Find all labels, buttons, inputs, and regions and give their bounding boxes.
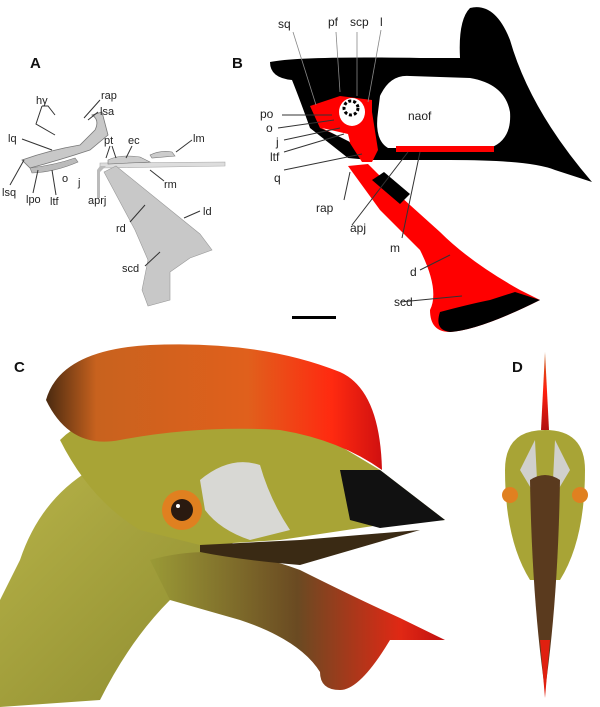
fossil-aprj — [97, 166, 106, 198]
fossil-lm — [149, 151, 176, 159]
label-scp: scp — [350, 15, 369, 29]
frontal-eye-left — [502, 487, 518, 503]
scale-bar — [292, 316, 336, 319]
label-apj: apj — [350, 221, 366, 235]
label-d: d — [410, 265, 417, 279]
lower-jaw — [150, 552, 445, 690]
label-lsq: lsq — [2, 187, 16, 199]
label-sq: sq — [278, 17, 291, 31]
sclerotic-ring — [342, 99, 360, 117]
panel-a-labels: hy rap lsa lq pt ec lm lsq lpo ltf o j a… — [2, 90, 212, 275]
label-po: po — [260, 107, 274, 121]
label-hy: hy — [36, 95, 48, 107]
frontal-beak — [530, 475, 560, 690]
mandible-black-band — [372, 172, 410, 204]
label-scd: scd — [122, 263, 139, 275]
label-l: l — [380, 15, 383, 29]
label-ld: ld — [203, 206, 212, 218]
panel-c-label: C — [14, 359, 25, 376]
label-lpo: lpo — [26, 194, 41, 206]
crest — [46, 344, 382, 470]
label-o: o — [62, 173, 68, 185]
label-naof: naof — [408, 109, 432, 123]
orbit — [339, 98, 365, 126]
fossil-jugal — [29, 157, 79, 174]
label-j: j — [77, 177, 80, 189]
panel-a-label: A — [30, 55, 41, 72]
label-rap: rap — [101, 90, 117, 102]
panel-c: C — [0, 344, 445, 707]
label-scd: scd — [394, 295, 413, 309]
naof-fenestra — [377, 75, 511, 148]
fossil-pt-ec — [107, 155, 152, 165]
panel-d: D — [502, 352, 588, 698]
panel-b-label: B — [232, 55, 243, 72]
eye-highlight — [176, 504, 180, 508]
panel-b: B naof sq pf — [232, 7, 592, 332]
label-rap: rap — [316, 201, 334, 215]
frontal-crest — [541, 352, 549, 430]
eye — [171, 499, 193, 521]
frontal-eye-right — [572, 487, 588, 503]
panel-b-labels: sq pf scp l po o j ltf q rap apj m d scd — [260, 15, 417, 309]
label-lsa: lsa — [100, 106, 115, 118]
frontal-beak-tip — [540, 640, 550, 698]
label-o: o — [266, 121, 273, 135]
panel-b-leaders — [277, 29, 463, 303]
mouth-gap — [200, 530, 420, 565]
fossil-skull-fragments — [21, 111, 109, 169]
label-ltf: ltf — [270, 150, 280, 164]
ltf-fenestra — [322, 128, 350, 142]
cheek-white-patch — [200, 462, 290, 540]
label-lm: lm — [193, 133, 205, 145]
panel-a: A hy rap lsa lq pt — [2, 55, 226, 307]
fossil-dentary — [103, 165, 213, 307]
label-q: q — [274, 171, 281, 185]
label-rm: rm — [164, 179, 177, 191]
label-aprj: aprj — [88, 195, 106, 207]
beak-black — [340, 470, 445, 528]
panel-a-leaders — [9, 99, 201, 267]
label-pt: pt — [104, 135, 113, 147]
label-pf: pf — [328, 15, 339, 29]
label-m: m — [390, 241, 400, 255]
label-ltf: ltf — [50, 196, 60, 208]
panel-d-label: D — [512, 359, 523, 376]
mandible-red — [348, 164, 540, 332]
label-j: j — [275, 135, 279, 149]
label-ec: ec — [128, 135, 140, 147]
label-rd: rd — [116, 223, 126, 235]
maxilla-red — [396, 146, 494, 152]
symphysis-black — [438, 292, 540, 332]
label-lq: lq — [8, 133, 17, 145]
